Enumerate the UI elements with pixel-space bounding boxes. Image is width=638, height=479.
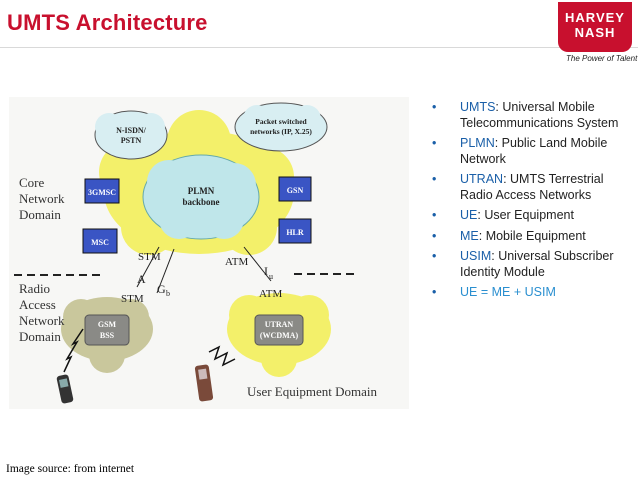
label-iu-subscript: u [269,272,273,281]
bullet-text: : Universal Mobile Telecommunications Sy… [460,100,619,130]
logo-tagline: The Power of Talent [566,54,638,63]
node-hlr-label: HLR [286,228,304,237]
utran-label-2: (WCDMA) [260,331,299,340]
slide-title: UMTS Architecture [7,10,208,35]
nisdn-label-1: N-ISDN/ [116,126,147,135]
label-a-interface: A [137,272,146,286]
gsm-label-2: BSS [100,331,115,340]
plmn-label-2: backbone [182,197,219,207]
radio-link-utran [208,345,236,367]
label-stm-radio: STM [121,293,144,305]
node-msc: MSC [82,228,118,254]
image-source-caption: Image source: from internet [6,463,135,475]
mobile-handset-left-icon [56,374,74,404]
node-msc-label: MSC [91,238,109,247]
link-gb [156,248,175,294]
node-hlr: HLR [278,218,312,244]
radio-link-gsm [63,328,84,373]
acronym-bullet-list: • UMTS: Universal Mobile Telecommunicatio… [432,100,632,306]
logo-line-2: NASH [574,25,616,40]
bullet-dot-icon: • [432,285,437,299]
bullet-item-ue: • UE: User Equipment [432,208,632,224]
label-gb-interface: G [157,282,166,296]
bullet-term: ME [460,228,479,243]
node-3gmsc-label: 3GMSC [88,188,116,197]
bullet-dot-icon: • [432,208,437,222]
bullet-item-usim: • USIM: Universal Subscriber Identity Mod… [432,249,632,280]
logo-line-1: HARVEY [565,10,625,25]
core-domain-label-1: Core [19,175,45,190]
bullet-term: USIM [460,249,492,263]
bullet-dot-icon: • [432,249,437,263]
node-3gmsc: 3GMSC [84,178,120,204]
core-domain-label-3: Domain [19,207,61,222]
label-stm-core: STM [138,251,161,263]
packet-switched-cloud: Packet switched networks (IP, X.25) [234,102,328,152]
bullet-text: : UMTS Terrestrial Radio Access Networks [460,172,604,202]
node-gsn: GSN [278,176,312,202]
mobile-handset-right-icon [194,364,214,402]
nisdn-label-2: PSTN [121,136,142,145]
bullet-item-me: • ME: Mobile Equipment [432,229,632,245]
nisdn-pstn-cloud: N-ISDN/ PSTN [94,110,168,160]
bullet-text: UE = ME + USIM [460,285,556,299]
packet-label-2: networks (IP, X.25) [250,127,312,136]
umts-architecture-diagram: PLMN backbone N-ISDN/ PSTN Packet switch… [9,97,409,409]
label-iu-interface: I [264,264,268,278]
bullet-dot-icon: • [432,228,437,243]
bullet-term: PLMN [460,136,495,150]
core-domain-label-2: Network [19,191,65,206]
radio-domain-label-4: Domain [19,329,61,344]
bullet-term: UTRAN [460,172,504,186]
node-gsn-label: GSN [287,186,304,195]
plmn-label-1: PLMN [188,186,215,196]
label-gb-subscript: b [166,289,170,298]
bullet-term: UE [460,208,478,222]
label-atm-core: ATM [225,256,248,268]
link-a [136,246,160,288]
packet-label-1: Packet switched [255,117,307,126]
bullet-dot-icon: • [432,100,437,114]
bullet-text: : Mobile Equipment [478,228,586,243]
bullet-text: : Universal Subscriber Identity Module [460,249,614,279]
ue-domain-label: User Equipment Domain [247,384,377,399]
radio-domain-label-1: Radio [19,281,50,296]
radio-domain-label-2: Access [19,297,56,312]
bullet-item-ue-formula: • UE = ME + USIM [432,285,632,301]
bullet-text: : User Equipment [477,208,574,222]
bullet-text: : Public Land Mobile Network [460,136,608,166]
bullet-dot-icon: • [432,172,437,186]
title-divider [0,47,638,48]
radio-domain-label-3: Network [19,313,65,328]
bullet-item-umts: • UMTS: Universal Mobile Telecommunicatio… [432,100,632,131]
bullet-dot-icon: • [432,136,437,150]
utran-cloud: UTRAN (WCDMA) [227,293,331,377]
label-atm-radio: ATM [259,288,282,300]
gsm-label-1: GSM [98,320,117,329]
bullet-item-plmn: • PLMN: Public Land Mobile Network [432,136,632,167]
plmn-backbone-cloud: PLMN backbone [142,154,260,240]
harvey-nash-logo: HARVEY NASH [558,2,632,52]
bullet-term: UMTS [460,100,496,114]
gsm-bss-cloud: GSM BSS [61,297,153,373]
utran-label-1: UTRAN [265,320,294,329]
link-iu [243,246,272,282]
bullet-item-utran: • UTRAN: UMTS Terrestrial Radio Access Ne… [432,172,632,203]
